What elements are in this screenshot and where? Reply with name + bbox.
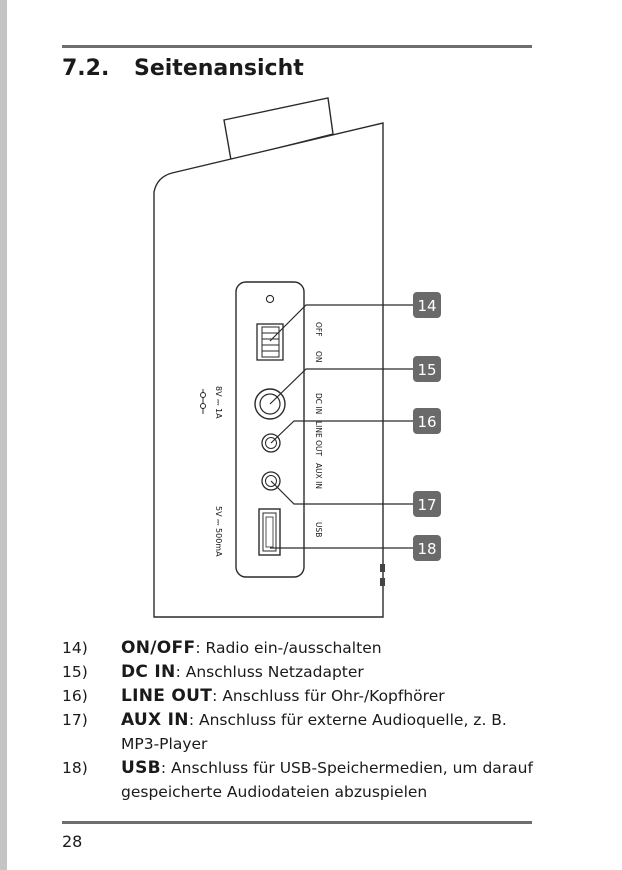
- svg-text:16: 16: [417, 413, 436, 431]
- item-number: 16): [62, 687, 88, 705]
- usb-label: USB: [314, 522, 323, 537]
- aux-in-label: AUX IN: [314, 463, 323, 489]
- item-desc-continued: gespeicherte Audiodateien abzuspielen: [121, 783, 428, 801]
- svg-text:14: 14: [417, 297, 436, 315]
- on-off-switch: [256, 323, 284, 361]
- item-text: DC IN: Anschluss Netzadapter: [121, 660, 542, 684]
- usb-spec-label: 5V ⎓ 500mA: [214, 506, 223, 557]
- list-item: 18) USB: Anschluss für USB-Speichermedie…: [62, 756, 542, 804]
- callout-15: 15: [413, 356, 441, 382]
- item-desc: : Anschluss für Ohr-/Kopfhörer: [212, 687, 445, 705]
- dc-in-label: DC IN: [314, 393, 323, 414]
- off-label: OFF: [314, 322, 323, 337]
- callout-17: 17: [413, 491, 441, 517]
- page-number: 28: [62, 832, 83, 851]
- list-item: 16) LINE OUT: Anschluss für Ohr-/Kopfhör…: [62, 684, 542, 708]
- top-rule: [62, 45, 532, 48]
- leader-line-14: [269, 304, 413, 342]
- polarity-icon: [200, 389, 206, 414]
- page-edge-bar: [0, 0, 7, 870]
- bottom-rule: [62, 821, 532, 824]
- item-number: 17): [62, 711, 88, 729]
- item-desc: : Anschluss Netzadapter: [175, 663, 364, 681]
- callout-14: 14: [413, 292, 441, 318]
- item-term: LINE OUT: [121, 686, 213, 706]
- usb-port: [258, 508, 281, 556]
- section-number: 7.2.: [62, 56, 110, 81]
- port-description-list: 14) ON/OFF: Radio ein-/ausschalten 15) D…: [62, 636, 542, 804]
- on-label: ON: [314, 351, 323, 363]
- item-text: AUX IN: Anschluss für externe Audioquell…: [121, 708, 542, 756]
- leader-line-16: [270, 420, 413, 444]
- leader-line-15: [269, 368, 413, 405]
- callout-18: 18: [413, 535, 441, 561]
- item-text: LINE OUT: Anschluss für Ohr-/Kopfhörer: [121, 684, 542, 708]
- item-desc: : Anschluss für USB-Speichermedien, um d…: [160, 759, 533, 777]
- svg-text:15: 15: [417, 361, 436, 379]
- item-term: ON/OFF: [121, 638, 196, 658]
- line-out-label: LINE OUT: [314, 421, 323, 457]
- power-spec-label: 8V ⎓ 1A: [214, 386, 223, 419]
- item-text: USB: Anschluss für USB-Speichermedien, u…: [121, 756, 542, 804]
- led-indicator: [265, 294, 275, 304]
- item-text: ON/OFF: Radio ein-/ausschalten: [121, 636, 542, 660]
- svg-text:18: 18: [417, 540, 436, 558]
- item-term: USB: [121, 758, 161, 778]
- list-item: 14) ON/OFF: Radio ein-/ausschalten: [62, 636, 542, 660]
- item-desc-continued: MP3-Player: [121, 735, 208, 753]
- item-term: DC IN: [121, 662, 176, 682]
- callout-16: 16: [413, 408, 441, 434]
- item-term: AUX IN: [121, 710, 189, 730]
- side-view-illustration: OFF ON DC IN LINE OUT AUX IN USB 8V ⎓ 1A…: [153, 97, 441, 618]
- item-number: 18): [62, 759, 88, 777]
- item-number: 15): [62, 663, 88, 681]
- list-item: 15) DC IN: Anschluss Netzadapter: [62, 660, 542, 684]
- item-desc: : Radio ein-/ausschalten: [195, 639, 382, 657]
- leader-line-17: [270, 480, 413, 505]
- port-panel: [235, 281, 305, 578]
- section-title: Seitenansicht: [134, 56, 304, 81]
- item-desc: : Anschluss für externe Audioquelle, z. …: [188, 711, 507, 729]
- device-handle: [223, 97, 334, 161]
- list-item: 17) AUX IN: Anschluss für externe Audioq…: [62, 708, 542, 756]
- item-number: 14): [62, 639, 88, 657]
- svg-text:17: 17: [417, 496, 436, 514]
